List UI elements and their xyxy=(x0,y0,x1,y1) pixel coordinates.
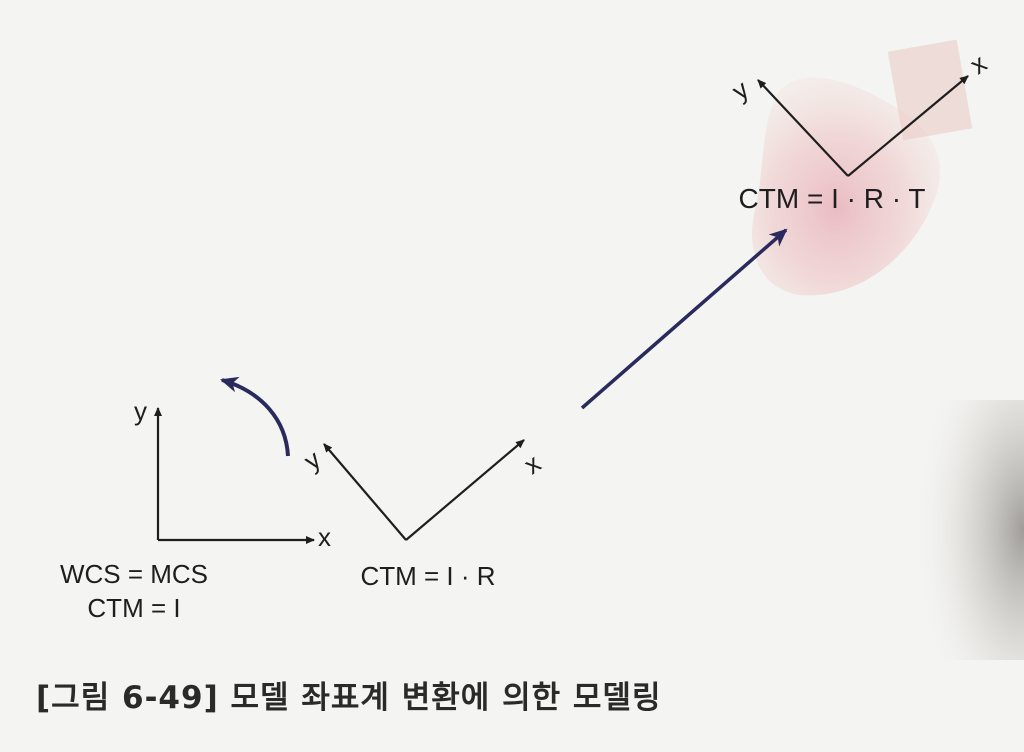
rotated-x-label: x xyxy=(518,448,546,480)
wcs-caption-line2: CTM = I xyxy=(87,593,180,623)
rotated-x-axis xyxy=(405,439,525,541)
rotated-y-label: y xyxy=(298,444,326,476)
translated-x-label: x xyxy=(964,48,992,80)
wcs-y-label: y xyxy=(134,396,147,426)
rotated-y-axis xyxy=(323,443,407,541)
wcs-caption-line1: WCS = MCS xyxy=(60,559,208,589)
rotation-arrow xyxy=(220,376,290,457)
highlight-blob xyxy=(752,39,973,296)
translated-y-axis xyxy=(757,79,849,177)
rotated-frame: y x CTM = I · R xyxy=(298,439,546,591)
edge-shadow xyxy=(900,400,1024,660)
wcs-x-label: x xyxy=(318,522,331,552)
wcs-frame: y x WCS = MCS CTM = I xyxy=(60,396,331,623)
translated-y-label: y xyxy=(726,74,754,106)
translated-x-axis xyxy=(847,75,969,177)
translated-caption: CTM = I · R · T xyxy=(739,183,926,214)
figure-caption: [그림 6-49] 모델 좌표계 변환에 의한 모델링 xyxy=(36,680,662,716)
rotated-caption: CTM = I · R xyxy=(360,561,495,591)
translation-arrow xyxy=(580,228,788,410)
